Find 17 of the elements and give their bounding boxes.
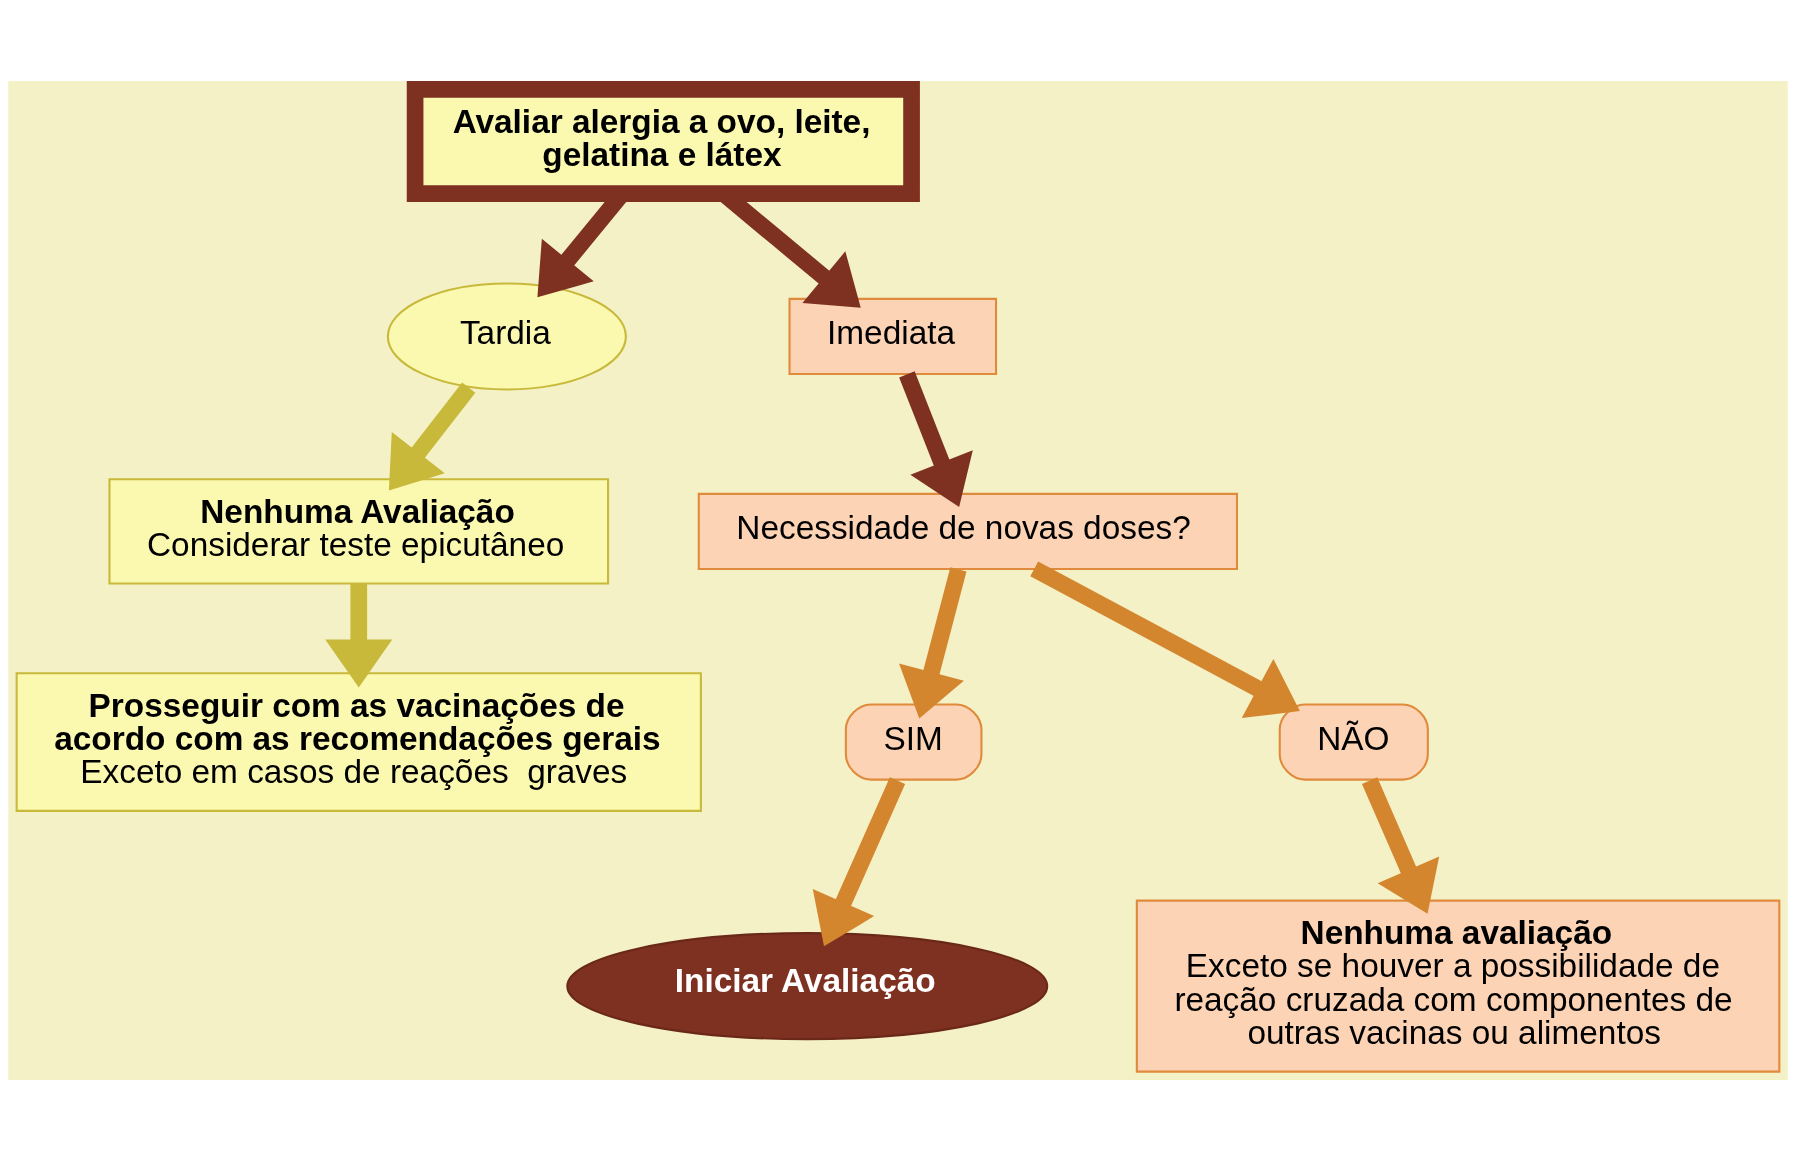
arrow (1361, 776, 1440, 914)
arrow (812, 776, 906, 946)
node-box: Nenhuma Avaliação Considerar teste epicutâneo (108, 477, 610, 585)
node-box: SIM (844, 702, 983, 781)
arrow (325, 583, 393, 687)
arrow (388, 382, 476, 490)
node-box: Nenhuma avaliação Exceto se houver a possibilidade de reação cruzada com componentes de outras vacinas ou alimentos (1135, 899, 1781, 1073)
node-box: Prosseguir com as vacinações de acordo com as recomendações gerais Exceto em casos de reações graves (15, 671, 702, 812)
arrow (1030, 561, 1300, 718)
node-ellipse: Iniciar Avaliação (566, 931, 1049, 1040)
node-box: Imediata (788, 297, 998, 375)
arrow (899, 370, 973, 507)
node-box: Avaliar alergia a ovo, leite, gelatina e látex (406, 80, 920, 202)
node-box: Necessidade de novas doses? (697, 492, 1238, 570)
arrow (899, 566, 967, 718)
node-box: NÃO (1278, 702, 1429, 781)
node-ellipse: Tardia (386, 281, 627, 390)
